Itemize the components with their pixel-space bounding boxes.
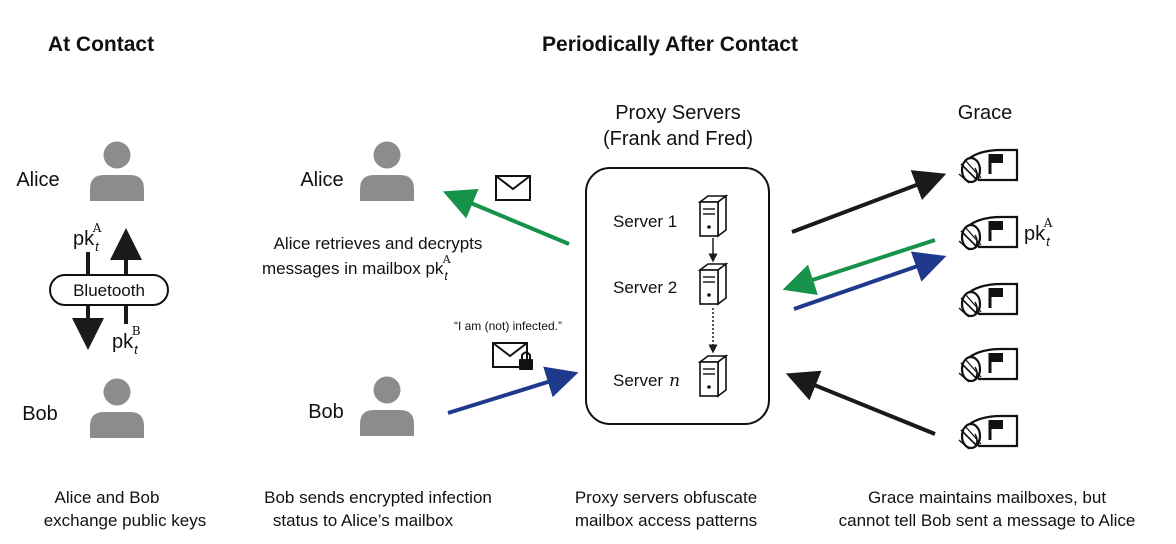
infected-quote: “I am (not) infected.” [454, 319, 562, 333]
proxy-caption-line1: Proxy servers obfuscate [575, 488, 757, 507]
green-arrow-from-mailbox-2 [782, 238, 936, 296]
left-key-a: pktA [73, 221, 102, 254]
alice-avatar-mid [360, 141, 414, 201]
grace-caption-line1: Grace maintains mailboxes, but [868, 488, 1106, 507]
mid-bob-label: Bob [308, 401, 344, 423]
bob-avatar-left [90, 378, 144, 438]
proxy-title-line2: (Frank and Fred) [603, 128, 753, 150]
mid-caption-line2: status to Alice’s mailbox [273, 511, 454, 530]
grace-title: Grace [958, 102, 1012, 124]
blue-arrow-to-mailbox-2 [793, 251, 947, 311]
retrieve-line2: messages in mailbox pktA [262, 253, 452, 283]
left-bob-label: Bob [22, 403, 58, 425]
proxy-title-line1: Proxy Servers [615, 102, 741, 124]
grace-caption-line2: cannot tell Bob sent a message to Alice [839, 511, 1136, 530]
green-arrow-to-alice [442, 188, 570, 246]
black-arrow-to-mailbox-1 [791, 170, 947, 234]
bluetooth-pill [49, 274, 169, 306]
left-alice-label: Alice [16, 169, 59, 191]
server-1-label: Server 1 [613, 212, 677, 231]
locked-envelope-icon [492, 342, 533, 370]
mailbox-icon-1 [957, 148, 1019, 185]
blue-arrow-from-bob [447, 366, 579, 415]
mailbox-icon-4 [957, 347, 1019, 384]
server-2-icon [699, 263, 727, 305]
mid-caption-line1: Bob sends encrypted infection [264, 488, 492, 507]
left-caption-line1: Alice and Bob [55, 488, 160, 507]
grace-key: pktA [1024, 216, 1053, 249]
mailbox-icon-2 [957, 215, 1019, 252]
mailbox-icon-3 [957, 282, 1019, 319]
server-2-label: Server 2 [613, 278, 677, 297]
server-n-icon [699, 355, 727, 397]
mailbox-icon-5 [957, 414, 1019, 451]
alice-avatar-left [90, 141, 144, 201]
mid-alice-label: Alice [300, 169, 343, 191]
left-key-b: pktB [112, 324, 141, 357]
proxy-caption-line2: mailbox access patterns [575, 511, 757, 530]
black-arrow-from-mailbox-5 [785, 370, 936, 436]
heading-periodically: Periodically After Contact [542, 33, 798, 56]
server-1-icon [699, 195, 727, 237]
heading-at-contact: At Contact [48, 33, 154, 56]
envelope-icon [495, 175, 531, 201]
left-caption-line2: exchange public keys [44, 511, 207, 530]
bluetooth-label: Bluetooth [73, 281, 145, 300]
retrieve-line1: Alice retrieves and decrypts [274, 234, 483, 253]
bob-avatar-mid [360, 376, 414, 436]
